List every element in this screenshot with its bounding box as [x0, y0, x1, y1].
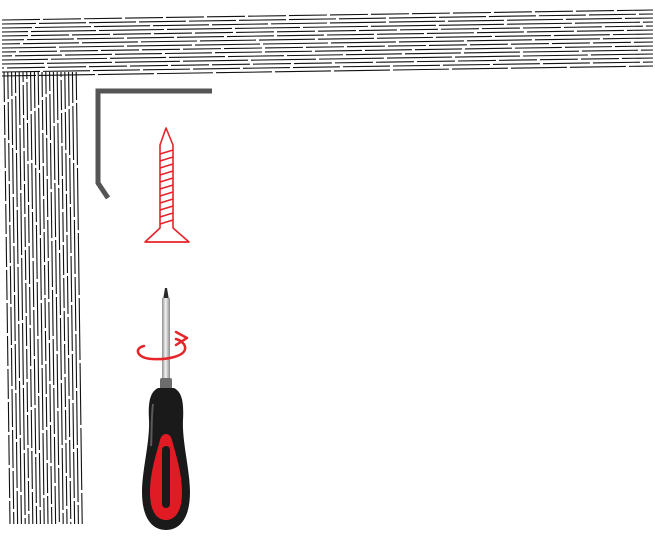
- wall-hatch-line: [49, 71, 57, 525]
- screw-thread: [159, 184, 174, 190]
- ceiling-hatch-line: [1, 9, 654, 21]
- ceiling-hatch-line: [1, 53, 654, 65]
- wall-hatch-line: [60, 71, 68, 525]
- ceiling-hatch-line: [1, 13, 654, 25]
- wall-hatch-line: [3, 71, 11, 525]
- screwdriver-grip-stripe: [162, 446, 170, 508]
- screw-thread: [159, 198, 174, 204]
- wall-hatch-line: [33, 71, 41, 525]
- ceiling-hatch-line: [1, 25, 654, 37]
- screw-thread: [159, 191, 174, 197]
- ceiling-hatch-line: [1, 21, 654, 33]
- l-bracket-icon: [95, 88, 212, 200]
- wall-hatch-line: [14, 71, 22, 525]
- wall-hatch-line: [45, 71, 53, 525]
- wall-hatch-line: [56, 71, 64, 525]
- wall-hatch-line: [64, 71, 72, 525]
- ceiling-hatch-line: [1, 61, 654, 73]
- ceiling-hatch-line: [1, 29, 654, 41]
- screw-thread: [159, 156, 174, 162]
- screw-icon: [144, 127, 190, 243]
- ceiling-hatch-line: [1, 37, 654, 49]
- wall-hatch-line: [71, 71, 79, 525]
- wall-hatch-line: [52, 71, 60, 525]
- screwdriver-ferrule: [160, 378, 172, 390]
- ceiling-hatch-line: [1, 41, 654, 53]
- ceiling-hatch-line: [1, 57, 654, 69]
- screwdriver-highlight: [150, 403, 154, 447]
- screw-thread: [159, 177, 174, 183]
- wall-hatch-line: [18, 71, 26, 525]
- phillips-screwdriver-icon: [142, 288, 190, 530]
- wall-hatch-line: [11, 71, 19, 525]
- screw-thread: [159, 163, 174, 169]
- wall-hatch-line: [68, 71, 76, 525]
- screwdriver-tip: [163, 288, 169, 300]
- ceiling-hatch: [1, 9, 654, 77]
- ceiling-hatch-line: [1, 17, 654, 29]
- rotate-clockwise-arrow-icon: [136, 330, 189, 361]
- screw-thread: [159, 219, 174, 225]
- screw-thread: [159, 212, 174, 218]
- screw-thread: [159, 149, 174, 155]
- wall-hatch-line: [37, 71, 45, 525]
- screw-threads: [159, 149, 174, 225]
- wall-hatch-line: [26, 71, 34, 525]
- wall-hatch-line: [75, 71, 83, 525]
- ceiling-hatch-line: [1, 49, 654, 61]
- wall-hatch-line: [41, 71, 49, 525]
- ceiling-hatch-line: [1, 33, 654, 45]
- wall-hatch-line: [30, 71, 38, 525]
- ceiling-hatch-line: [1, 65, 654, 77]
- wall-hatch-line: [7, 71, 15, 525]
- screwdriver-shaft: [162, 298, 170, 390]
- screw-thread: [159, 170, 174, 176]
- wall-hatch: [3, 71, 83, 525]
- ceiling-hatch-line: [1, 45, 654, 57]
- screw-thread: [159, 205, 174, 211]
- wall-hatch-line: [22, 71, 30, 525]
